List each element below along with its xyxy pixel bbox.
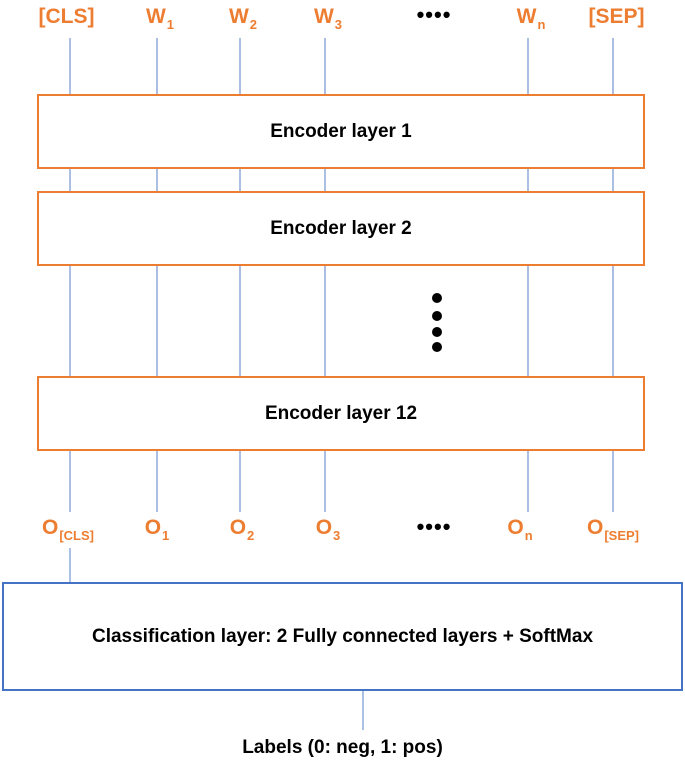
token-main: W (228, 5, 249, 28)
ellipsis-dot (432, 311, 442, 321)
token-main: O (144, 516, 162, 539)
encoder-layer-2: Encoder layer 2 (37, 191, 645, 266)
token-sub: 2 (249, 17, 258, 32)
token-main: O (229, 516, 247, 539)
input-token-w3: W3 (313, 5, 342, 31)
token-main: O (507, 516, 524, 539)
encoder-layer-1: Encoder layer 1 (37, 94, 645, 169)
token-main: W (516, 5, 537, 28)
output-token-2: O2 (229, 516, 255, 542)
token-sub: n (524, 528, 533, 543)
input-token-wn: Wn (516, 5, 546, 31)
output-labels: Labels (0: neg, 1: pos) (242, 737, 443, 758)
token-sub: n (537, 17, 546, 32)
ellipsis-dot (432, 293, 442, 303)
token-main: O (315, 516, 333, 539)
input-ellipsis: •••• (416, 2, 452, 27)
token-sub: 3 (333, 528, 341, 543)
token-sub: 2 (247, 528, 255, 543)
token-main: O (586, 516, 604, 539)
ellipsis-dot (432, 342, 442, 352)
input-token-w2: W2 (228, 5, 257, 31)
token-main: [CLS] (38, 5, 95, 28)
encoder-layer-12: Encoder layer 12 (37, 376, 645, 451)
ellipsis-dot (432, 327, 442, 337)
token-sub: 1 (166, 17, 175, 32)
token-main: W (145, 5, 166, 28)
input-token-sep: [SEP] (588, 6, 645, 27)
token-sub: [SEP] (604, 528, 640, 543)
output-token-3: O3 (315, 516, 341, 542)
output-ellipsis: •••• (416, 514, 452, 539)
token-sub: [CLS] (59, 528, 95, 543)
output-token-1: O1 (144, 516, 170, 542)
output-token-n: On (507, 516, 532, 542)
token-main: O (41, 516, 59, 539)
output-token-cls: O[CLS] (41, 516, 94, 542)
input-token-w1: W1 (145, 5, 174, 31)
token-main: [SEP] (588, 5, 645, 28)
output-token-sep: O[SEP] (586, 516, 639, 542)
input-token-cls: [CLS] (39, 6, 96, 27)
token-sub: 1 (162, 528, 170, 543)
classification-layer: Classification layer: 2 Fully connected … (2, 582, 683, 691)
token-main: W (313, 5, 334, 28)
token-sub: 3 (334, 17, 343, 32)
